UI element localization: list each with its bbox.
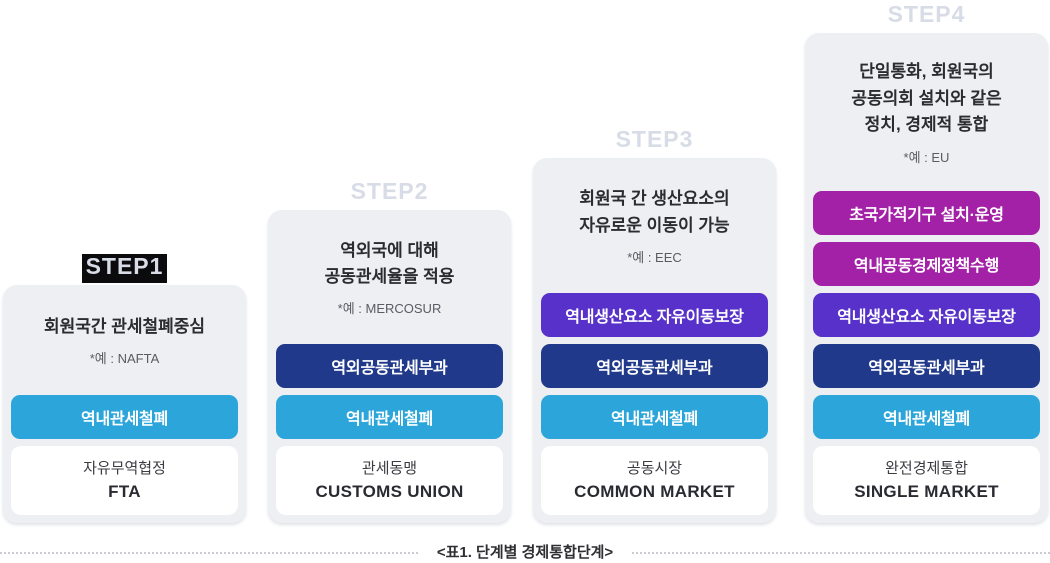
feature-pill-tariff-elimination: 역내관세철폐 [813,395,1040,439]
step4-header: STEP4 [805,0,1048,28]
step3-result-box: 공동시장 COMMON MARKET [541,446,768,515]
result-english: CUSTOMS UNION [315,481,464,501]
example-label: *예 : NAFTA [89,351,160,367]
pill-label: 역내관세철폐 [882,411,971,428]
step2-column: STEP2 역외국에 대해 공동관세율을 적용 *예 : MERCOSUR 역외… [268,177,511,523]
step1-description: 회원국간 관세철폐중심 *예 : NAFTA [11,293,238,388]
feature-pill-tariff-elimination: 역내관세철폐 [11,395,238,439]
table-caption: <표1. 단계별 경제통합단계> [418,543,632,563]
step4-description: 단일통화, 회원국의 공동의회 설치와 같은 정치, 경제적 통합 *예 : E… [813,41,1040,184]
step2-header-label: STEP2 [350,178,429,204]
feature-pill-free-movement: 역내생산요소 자유이동보장 [541,293,768,337]
step3-header: STEP3 [533,125,776,153]
description-line: 역외국에 대해 [340,240,439,260]
step3-header-label: STEP3 [615,126,694,152]
step2-result-box: 관세동맹 CUSTOMS UNION [276,446,503,515]
pill-label: 역내관세철폐 [610,411,699,428]
step1-header-label: STEP1 [81,254,168,283]
result-korean: 완전경제통합 [885,460,968,478]
result-english: SINGLE MARKET [854,481,999,501]
step2-description: 역외국에 대해 공동관세율을 적용 *예 : MERCOSUR [276,218,503,337]
description-line: 회원국 간 생산요소의 [579,189,730,209]
example-label: *예 : EU [903,149,950,165]
pill-label: 역외공동관세부과 [596,360,713,377]
description-line: 회원국간 관세철폐중심 [43,316,206,336]
step3-column: STEP3 회원국 간 생산요소의 자유로운 이동이 가능 *예 : EEC 역… [533,125,776,523]
feature-pill-common-external-tariff: 역외공동관세부과 [813,344,1040,388]
feature-pill-tariff-elimination: 역내관세철폐 [541,395,768,439]
result-english: FTA [108,481,141,501]
description-line: 정치, 경제적 통합 [864,115,989,135]
feature-pill-common-external-tariff: 역외공동관세부과 [276,344,503,388]
feature-pill-tariff-elimination: 역내관세철폐 [276,395,503,439]
feature-pill-free-movement: 역내생산요소 자유이동보장 [813,293,1040,337]
step1-header: STEP1 [3,252,246,283]
description-line: 자유로운 이동이 가능 [579,215,730,235]
result-korean: 자유무역협정 [83,460,166,478]
caption-row: <표1. 단계별 경제통합단계> [0,543,1050,563]
step4-card: 단일통화, 회원국의 공동의회 설치와 같은 정치, 경제적 통합 *예 : E… [805,33,1048,523]
pill-label: 역내공동경제정책수행 [853,258,1000,275]
result-korean: 관세동맹 [361,460,418,478]
step3-card: 회원국 간 생산요소의 자유로운 이동이 가능 *예 : EEC 역내생산요소 … [533,158,776,523]
step2-header: STEP2 [268,177,511,205]
pill-label: 역외공동관세부과 [331,360,448,377]
feature-pill-supranational-body: 초국가적기구 설치·운영 [813,191,1040,235]
step1-result-box: 자유무역협정 FTA [11,446,238,515]
step4-header-label: STEP4 [887,1,966,27]
result-korean: 공동시장 [626,460,683,478]
pill-label: 역내관세철폐 [345,411,434,428]
description-line: 단일통화, 회원국의 [859,62,994,82]
result-english: COMMON MARKET [574,481,735,501]
example-label: *예 : EEC [627,249,682,265]
step1-card: 회원국간 관세철폐중심 *예 : NAFTA 역내관세철폐 자유무역협정 FTA [3,285,246,523]
example-label: *예 : MERCOSUR [337,301,442,317]
pill-label: 역내관세철폐 [80,411,169,428]
pill-label: 역내생산요소 자유이동보장 [837,309,1016,326]
step2-card: 역외국에 대해 공동관세율을 적용 *예 : MERCOSUR 역외공동관세부과… [268,210,511,523]
step3-description: 회원국 간 생산요소의 자유로운 이동이 가능 *예 : EEC [541,166,768,286]
step4-column: STEP4 단일통화, 회원국의 공동의회 설치와 같은 정치, 경제적 통합 … [805,0,1048,523]
pill-label: 초국가적기구 설치·운영 [849,207,1004,224]
pill-label: 역외공동관세부과 [868,360,985,377]
feature-pill-common-external-tariff: 역외공동관세부과 [541,344,768,388]
step4-result-box: 완전경제통합 SINGLE MARKET [813,446,1040,515]
feature-pill-common-economic-policy: 역내공동경제정책수행 [813,242,1040,286]
description-line: 공동관세율을 적용 [324,267,455,286]
description-line: 공동의회 설치와 같은 [851,88,1002,108]
step1-column: STEP1 회원국간 관세철폐중심 *예 : NAFTA 역내관세철폐 자유무역… [3,252,246,523]
pill-label: 역내생산요소 자유이동보장 [565,309,744,326]
